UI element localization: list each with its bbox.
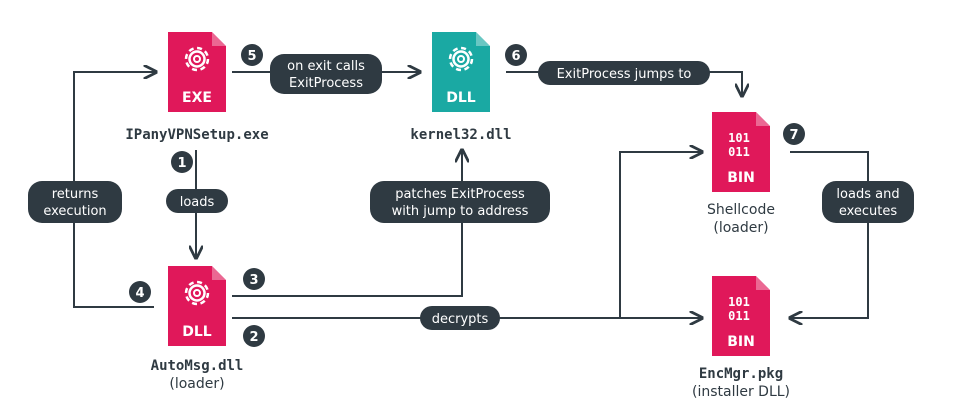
- automsg-caption: AutoMsg.dll: [151, 358, 244, 374]
- svg-text:7: 7: [789, 128, 798, 143]
- svg-text:executes: executes: [839, 204, 898, 219]
- shellcode-subcaption: (loader): [713, 220, 768, 236]
- shellcode-file-icon: 101 011 BIN: [712, 112, 770, 192]
- encmgr-file-icon: 101 011 BIN: [712, 276, 770, 356]
- shellcode-badge: BIN: [727, 170, 755, 186]
- shellcode-caption: Shellcode: [707, 202, 775, 218]
- edge-decrypts-branch: [619, 152, 702, 318]
- svg-text:2: 2: [249, 330, 258, 345]
- svg-text:ExitProcess: ExitProcess: [289, 76, 363, 91]
- edge-loads-executes: [790, 151, 869, 318]
- binary-icon: 101: [728, 131, 750, 145]
- svg-text:loads and: loads and: [836, 187, 899, 202]
- label-loads-executes: loads and executes: [822, 181, 914, 223]
- label-loads: loads: [166, 189, 228, 213]
- gear-icon: [184, 280, 210, 306]
- svg-text:on exit calls: on exit calls: [287, 59, 365, 74]
- step-badge-3: 3: [243, 268, 265, 290]
- svg-text:3: 3: [249, 273, 258, 288]
- kernel32-file-icon: DLL: [432, 32, 490, 112]
- label-patches: patches ExitProcess with jump to address: [370, 181, 550, 223]
- svg-text:loads: loads: [180, 195, 215, 210]
- svg-text:with jump to address: with jump to address: [392, 204, 529, 219]
- automsg-subcaption: (loader): [169, 376, 224, 392]
- step-badge-1: 1: [171, 151, 193, 173]
- svg-text:returns: returns: [52, 187, 99, 202]
- svg-text:5: 5: [247, 49, 256, 64]
- encmgr-caption: EncMgr.pkg: [699, 366, 783, 382]
- step-badge-4: 4: [129, 281, 151, 303]
- ipany-caption: IPanyVPNSetup.exe: [125, 127, 268, 143]
- kernel32-badge: DLL: [446, 90, 476, 106]
- automsg-badge: DLL: [182, 324, 212, 340]
- binary-icon: 011: [728, 145, 750, 159]
- label-decrypts: decrypts: [420, 306, 500, 330]
- svg-text:decrypts: decrypts: [432, 312, 489, 327]
- encmgr-badge: BIN: [727, 334, 755, 350]
- step-badge-7: 7: [783, 123, 805, 145]
- svg-text:6: 6: [511, 49, 520, 64]
- step-badge-2: 2: [243, 325, 265, 347]
- exe-file-icon: EXE: [168, 32, 226, 112]
- label-returns-execution: returns execution: [28, 181, 122, 223]
- automsg-file-icon: DLL: [168, 266, 226, 346]
- svg-text:ExitProcess jumps to: ExitProcess jumps to: [557, 67, 692, 82]
- binary-icon: 011: [728, 309, 750, 323]
- svg-text:1: 1: [177, 156, 186, 171]
- svg-text:4: 4: [135, 286, 144, 301]
- gear-icon: [448, 46, 474, 72]
- binary-icon: 101: [728, 295, 750, 309]
- encmgr-subcaption: (installer DLL): [692, 384, 790, 400]
- label-jumps-to: ExitProcess jumps to: [538, 61, 710, 85]
- exe-badge: EXE: [182, 90, 212, 106]
- gear-icon: [184, 46, 210, 72]
- step-badge-6: 6: [505, 44, 527, 66]
- svg-text:patches ExitProcess: patches ExitProcess: [395, 187, 525, 202]
- kernel32-caption: kernel32.dll: [410, 127, 511, 143]
- svg-text:execution: execution: [43, 204, 106, 219]
- label-on-exit-calls: on exit calls ExitProcess: [270, 54, 382, 94]
- step-badge-5: 5: [241, 44, 263, 66]
